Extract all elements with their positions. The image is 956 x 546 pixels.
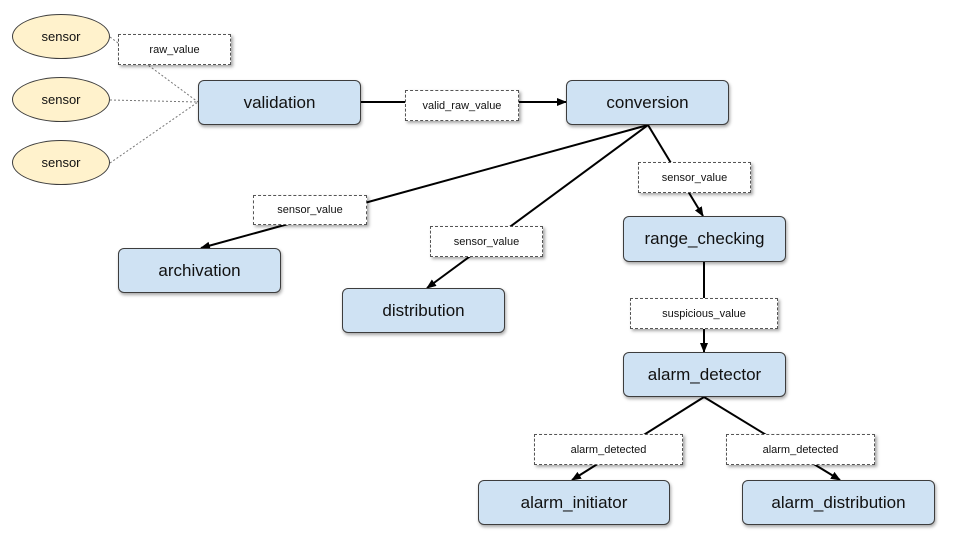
node-alarm-detector: alarm_detector bbox=[623, 352, 786, 397]
edge-label-raw-value: raw_value bbox=[118, 34, 231, 65]
edge-label-alarm-detected-initiator: alarm_detected bbox=[534, 434, 683, 465]
sensor-2-connector bbox=[109, 99, 199, 103]
sensor-ellipse-3: sensor bbox=[12, 140, 110, 185]
edge-conversion-distribution bbox=[426, 124, 649, 289]
node-archivation: archivation bbox=[118, 248, 281, 293]
node-conversion: conversion bbox=[566, 80, 729, 125]
edge-label-sensor-value-range: sensor_value bbox=[638, 162, 751, 193]
node-alarm-initiator: alarm_initiator bbox=[478, 480, 670, 525]
node-distribution: distribution bbox=[342, 288, 505, 333]
node-validation: validation bbox=[198, 80, 361, 125]
edge-conversion-archivation bbox=[200, 124, 649, 250]
edge-label-valid-raw-value: valid_raw_value bbox=[405, 90, 519, 121]
edge-label-sensor-value-distribution: sensor_value bbox=[430, 226, 543, 257]
edge-label-sensor-value-archivation: sensor_value bbox=[253, 195, 367, 225]
sensor-3-connector bbox=[109, 101, 199, 164]
edge-label-suspicious-value: suspicious_value bbox=[630, 298, 778, 329]
edge-label-alarm-detected-distribution: alarm_detected bbox=[726, 434, 875, 465]
node-alarm-distribution: alarm_distribution bbox=[742, 480, 935, 525]
sensor-ellipse-1: sensor bbox=[12, 14, 110, 59]
node-range-checking: range_checking bbox=[623, 216, 786, 262]
sensor-ellipse-2: sensor bbox=[12, 77, 110, 122]
